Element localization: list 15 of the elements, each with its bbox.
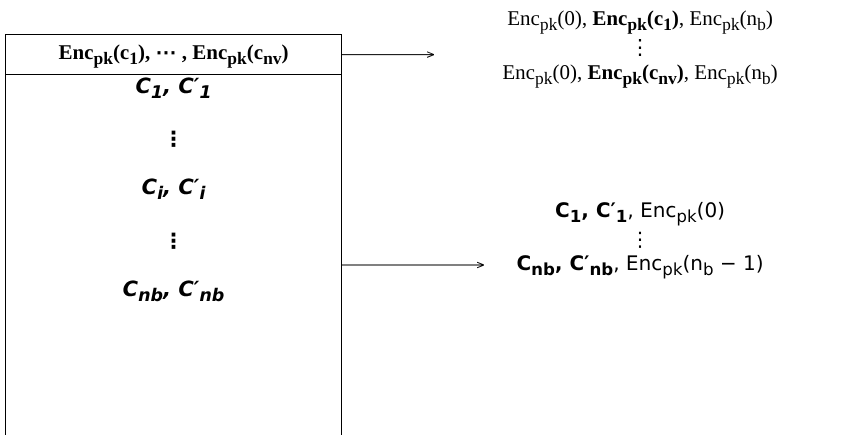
formula-text: C$_{i}$, C′$_{i}$: [140, 175, 206, 206]
vertical-ellipsis: ⋮: [629, 227, 651, 251]
vertical-ellipsis: ⋮: [628, 35, 652, 60]
formula-text: C$_{1}$, C′$_{1}$, Enc$_{pk}$(0): [554, 198, 726, 227]
formula-text: Enc$_{pk}$(0), Enc$_{pk}$(c$_{1}$), Enc$_{pk}$(n$_{b}$): [506, 6, 774, 36]
formula-text: C$_{1}$, C′$_{1}$: [134, 74, 213, 104]
arrow: [342, 51, 434, 58]
formula-text: C$_{nb}$, C′$_{nb}$: [122, 276, 226, 307]
table-header-cell: Enc$_{pk}$(c$_{1}$), ⋯ , Enc$_{pk}$(c$_{nv}$): [5, 34, 342, 76]
vertical-ellipsis: ⋮: [162, 127, 185, 152]
table-body: [5, 72, 342, 435]
arrow: [342, 262, 484, 268]
formula-text: Enc$_{pk}$(0), Enc$_{pk}$(c$_{nv}$), Enc$_{pk}$(n$_{b}$): [501, 60, 779, 90]
vertical-ellipsis: ⋮: [162, 228, 185, 254]
formula-text: C$_{nb}$, C′$_{nb}$, Enc$_{pk}$(n$_{b}$ − 1): [515, 251, 765, 280]
